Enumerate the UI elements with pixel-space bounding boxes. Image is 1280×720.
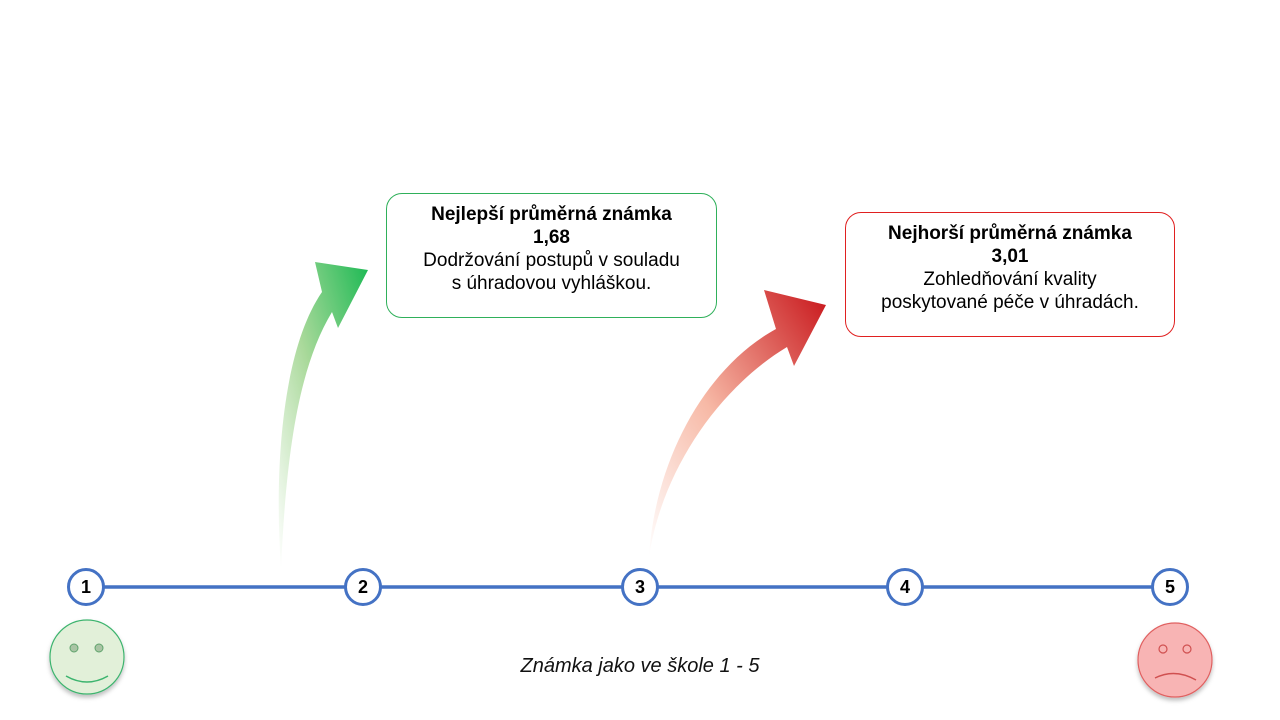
worst-callout-desc-line2: poskytované péče v úhradách.	[881, 292, 1139, 313]
sad-face-icon	[1137, 622, 1213, 698]
red-arrow-icon	[649, 290, 826, 557]
worst-callout-value: 3,01	[991, 246, 1029, 267]
worst-callout-title: Nejhorší průměrná známka	[888, 223, 1132, 244]
scale-node-4: 4	[886, 568, 924, 606]
scale-node-3: 3	[621, 568, 659, 606]
best-callout-desc-line2: s úhradovou vyhláškou.	[451, 273, 652, 294]
scale-node-5: 5	[1151, 568, 1189, 606]
best-grade-callout: Nejlepší průměrná známka 1,68 Dodržování…	[386, 193, 717, 318]
best-callout-desc-line1: Dodržování postupů v souladu	[423, 250, 680, 271]
worst-callout-desc-line1: Zohledňování kvality	[923, 269, 1097, 290]
scale-node-2: 2	[344, 568, 382, 606]
best-callout-title: Nejlepší průměrná známka	[431, 204, 672, 225]
scale-caption: Známka jako ve škole 1 - 5	[520, 655, 760, 677]
best-callout-value: 1,68	[533, 227, 570, 248]
happy-face-icon	[49, 619, 125, 695]
worst-grade-callout: Nejhorší průměrná známka 3,01 Zohledňová…	[845, 212, 1175, 337]
scale-node-1: 1	[67, 568, 105, 606]
green-arrow-icon	[278, 262, 368, 568]
